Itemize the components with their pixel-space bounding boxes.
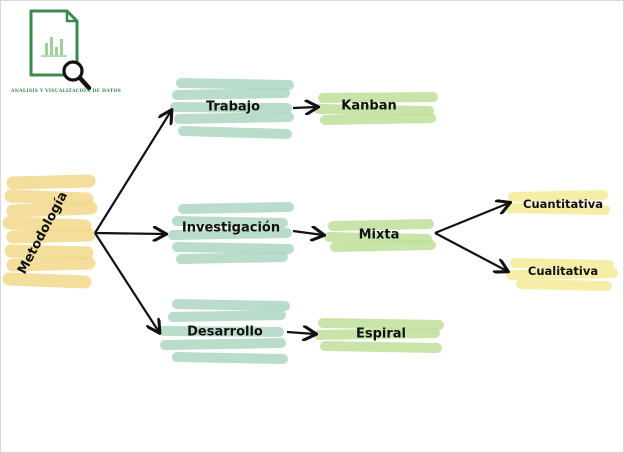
trabajo-highlight-stroke — [170, 102, 292, 113]
cualitativa-highlight-stroke — [510, 258, 614, 270]
node-espiral-label: Espiral — [355, 326, 407, 342]
trabajo-highlight-stroke — [178, 126, 292, 139]
edge-root-desarrollo — [94, 232, 159, 332]
desarrollo-highlight-stroke — [160, 338, 286, 350]
mixta-highlight-stroke — [328, 219, 434, 231]
kanban-highlight-stroke — [320, 113, 436, 125]
mixta-highlight-stroke — [330, 240, 436, 252]
investigacion-highlight-stroke — [178, 202, 294, 214]
trabajo-highlight-stroke — [176, 78, 294, 90]
cualitativa-highlight-stroke — [506, 268, 618, 280]
espiral-highlight-stroke — [314, 328, 440, 340]
root-highlight-stroke — [2, 272, 92, 289]
edge-investigacion-mixta — [292, 231, 323, 235]
logo-caption: ANÁLISIS Y VISUALIZACIÓN DE DATOS — [11, 89, 122, 94]
desarrollo-highlight-stroke — [158, 326, 284, 337]
trabajo-highlight-stroke — [174, 112, 294, 124]
espiral-highlight-stroke — [318, 318, 444, 330]
desarrollo-highlight-stroke — [172, 352, 288, 364]
kanban-highlight-stroke — [318, 92, 438, 103]
logo — [9, 9, 113, 101]
node-kanban-label: Kanban — [341, 98, 397, 114]
investigacion-highlight-stroke — [168, 228, 292, 240]
edge-root-investigacion — [94, 233, 165, 234]
trabajo-highlight-stroke — [172, 88, 290, 100]
cualitativa-highlight-stroke — [516, 279, 612, 291]
root-highlight-stroke — [6, 256, 96, 272]
node-trabajo-label: Trabajo — [205, 99, 261, 115]
document-chart-magnifier-icon — [29, 9, 92, 91]
node-mixta-label: Mixta — [358, 227, 400, 243]
node-cuantitativa-label: Cuantitativa — [523, 197, 603, 211]
cuantitativa-highlight-stroke — [504, 203, 610, 215]
edge-root-trabajo — [94, 111, 171, 234]
mixta-highlight-stroke — [324, 232, 432, 244]
kanban-highlight-stroke — [314, 104, 434, 116]
desarrollo-highlight-stroke — [172, 299, 290, 311]
node-cualitativa-label: Cualitativa — [527, 264, 599, 278]
root-highlight-stroke — [6, 228, 96, 244]
investigacion-highlight-stroke — [176, 252, 288, 264]
edge-desarrollo-espiral — [286, 332, 315, 334]
cuantitativa-highlight-stroke — [508, 190, 608, 202]
root-highlight-stroke — [4, 244, 94, 260]
espiral-highlight-stroke — [320, 341, 442, 353]
root-highlight-stroke — [4, 189, 94, 206]
root-highlight-stroke — [2, 216, 92, 233]
root-highlight-stroke — [6, 174, 96, 190]
edge-mixta-cualitativa — [434, 232, 507, 271]
investigacion-highlight-stroke — [172, 216, 288, 228]
investigacion-highlight-stroke — [172, 242, 294, 254]
desarrollo-highlight-stroke — [168, 310, 286, 322]
node-desarrollo-label: Desarrollo — [187, 324, 263, 340]
root-highlight-stroke — [6, 201, 98, 218]
node-investigacion-label: Investigación — [181, 220, 281, 236]
edge-trabajo-kanban — [292, 107, 317, 108]
edge-mixta-cuantitativa — [434, 203, 509, 235]
